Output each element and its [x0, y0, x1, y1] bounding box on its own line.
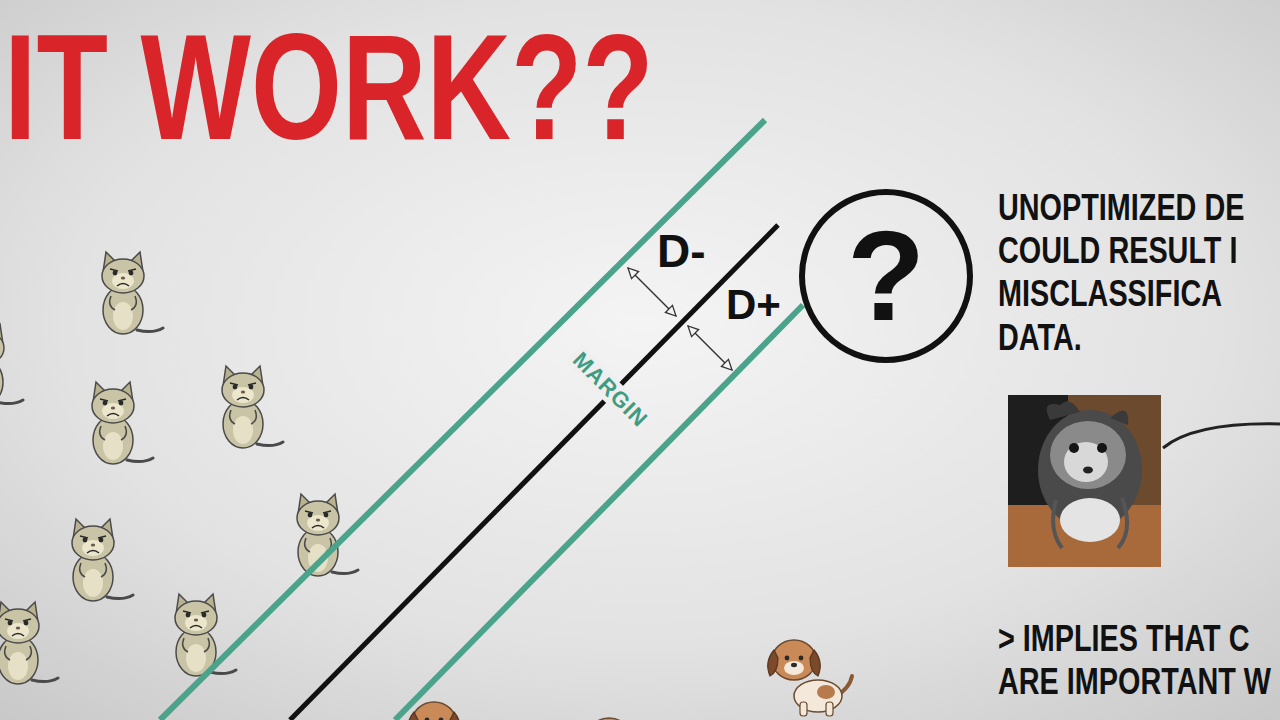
cat-icon: [175, 594, 236, 676]
margin-label: MARGIN: [565, 345, 655, 435]
margin-label-box: MARGIN: [565, 345, 655, 435]
note-text: > IMPLIES THAT C ARE IMPORTANT W: [998, 617, 1278, 703]
title-block: IT WORK??: [4, 12, 654, 162]
distance-label: D-: [657, 226, 706, 277]
decision-boundary: [290, 225, 778, 720]
cat-icon: [0, 324, 23, 406]
question-mark: ?: [847, 212, 925, 340]
question-circle: ?: [799, 189, 973, 363]
dog-icon: [768, 640, 852, 716]
dog-icon: [583, 718, 667, 720]
distance-arrow: [688, 326, 732, 370]
margin-line: [395, 305, 803, 720]
dog-group: [408, 640, 852, 720]
cat-icon: [222, 366, 283, 448]
cat-icon: [102, 252, 163, 334]
circle-border: [802, 192, 970, 360]
margin-line: [160, 120, 765, 720]
dog-icon: [408, 702, 492, 720]
cat-icon: [0, 602, 58, 684]
distance-label-box: D-: [657, 226, 706, 277]
distance-label-box: D+: [726, 282, 781, 328]
cat-icon: [72, 519, 133, 601]
cat-group: [0, 252, 358, 684]
cat-icon: [92, 382, 153, 464]
leader-line: [1163, 424, 1280, 448]
note-text-box: > IMPLIES THAT C ARE IMPORTANT W: [998, 617, 1278, 703]
note-text-box: UNOPTIMIZED DE COULD RESULT I MISCLASSIF…: [998, 186, 1278, 359]
title: IT WORK??: [4, 12, 654, 162]
note-text: UNOPTIMIZED DE COULD RESULT I MISCLASSIF…: [998, 186, 1278, 359]
photo: [1008, 395, 1161, 567]
distance-label: D+: [726, 282, 781, 328]
